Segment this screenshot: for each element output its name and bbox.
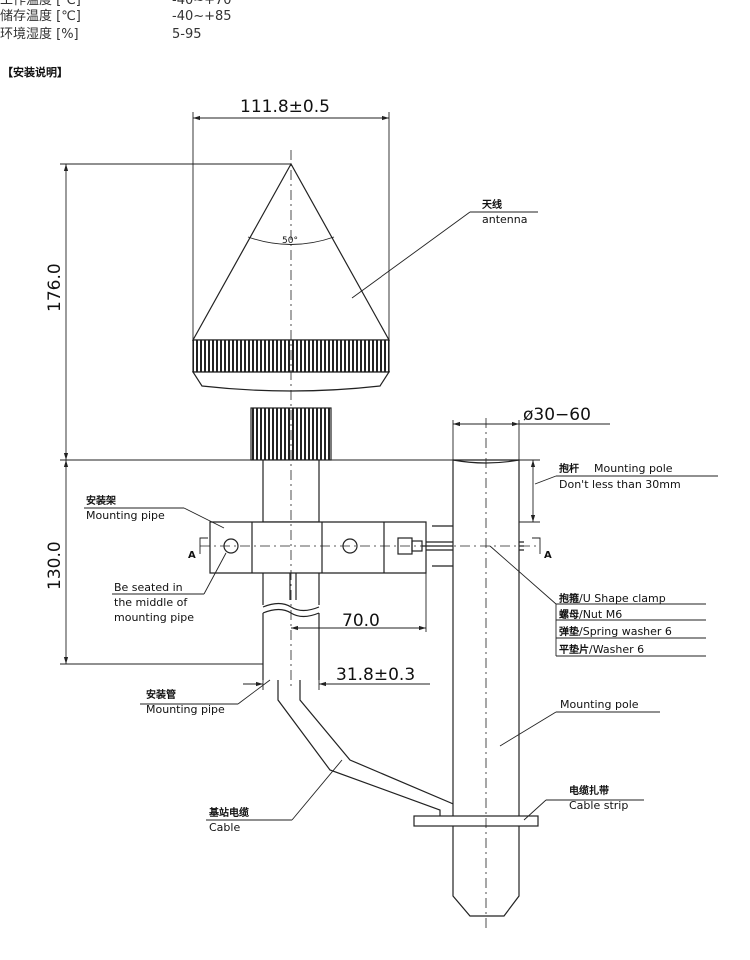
spring-washer-label-en: /Spring washer 6 bbox=[579, 625, 672, 638]
dim-offset-label: 70.0 bbox=[342, 611, 380, 631]
dimension-lines bbox=[60, 112, 610, 690]
spring-washer-label: 弹垫/Spring washer 6 bbox=[559, 625, 672, 638]
cable-strip-label-en: Cable strip bbox=[569, 799, 628, 812]
cable bbox=[277, 680, 459, 824]
dim-height-bottom-label: 130.0 bbox=[45, 541, 65, 590]
washer-label-en: /Washer 6 bbox=[589, 643, 644, 656]
washer-label-cn: 平垫片 bbox=[559, 643, 589, 656]
spec-value: 5-95 bbox=[172, 27, 202, 42]
pole-label-en: Mounting pole bbox=[560, 698, 639, 711]
dim-width-label: 111.8±0.5 bbox=[240, 97, 330, 117]
u-clamp-label-en: /U Shape clamp bbox=[579, 592, 666, 605]
pipe-label-cn: 安装管 bbox=[146, 688, 176, 701]
leader-lines bbox=[84, 211, 718, 821]
u-clamp-label-cn: 抱箍 bbox=[559, 592, 579, 605]
spec-value: -40~+70 bbox=[172, 0, 232, 8]
mounting-pole bbox=[413, 459, 539, 917]
cone-angle-label: 50° bbox=[282, 236, 298, 246]
spec-label: 工作温度 [℃] bbox=[0, 0, 81, 8]
cable-label-cn: 基站电缆 bbox=[208, 806, 249, 819]
installation-drawing: 111.8±0.5 176.0 130.0 ø30−60 70.0 31.8±0… bbox=[45, 97, 718, 930]
section-mark-left: A bbox=[188, 550, 196, 561]
section-title: 【安装说明】 bbox=[2, 66, 68, 79]
mounting-pipe bbox=[262, 573, 320, 680]
dim-height-top-label: 176.0 bbox=[45, 263, 65, 312]
cable-label-en: Cable bbox=[209, 821, 240, 834]
u-clamp-label: 抱箍/U Shape clamp bbox=[559, 592, 666, 605]
section-mark-right: A bbox=[544, 550, 552, 561]
spring-washer-label-cn: 弹垫 bbox=[559, 625, 579, 638]
seated-note-line1: Be seated in bbox=[114, 581, 183, 594]
bracket-label-cn: 安装架 bbox=[86, 494, 116, 507]
antenna-label-en: antenna bbox=[482, 213, 527, 226]
spec-label: 储存温度 [℃] bbox=[0, 9, 81, 24]
mounting-pole-label-en: Mounting pole bbox=[594, 462, 673, 475]
center-lines bbox=[200, 150, 540, 930]
cable-strip-label-cn: 电缆扎带 bbox=[569, 784, 609, 797]
bracket-label-en: Mounting pipe bbox=[86, 509, 165, 522]
nut-label-cn: 螺母 bbox=[559, 608, 579, 621]
pipe-label-en: Mounting pipe bbox=[146, 703, 225, 716]
dim-pipe-diameter-label: 31.8±0.3 bbox=[336, 665, 415, 685]
nut-label: 螺母/Nut M6 bbox=[559, 608, 622, 621]
spec-value: -40~+85 bbox=[172, 9, 232, 24]
washer-label: 平垫片/Washer 6 bbox=[559, 643, 644, 656]
mounting-pole-min-label: Don't less than 30mm bbox=[559, 478, 681, 491]
nut-label-en: /Nut M6 bbox=[579, 608, 622, 621]
dim-pole-diameter-label: ø30−60 bbox=[523, 405, 591, 425]
mounting-pole-label-cn: 抱杆 bbox=[559, 462, 579, 475]
spec-label: 环境湿度 [%] bbox=[0, 27, 79, 42]
seated-note-line2: the middle of bbox=[114, 596, 188, 609]
antenna-label-cn: 天线 bbox=[482, 198, 502, 211]
seated-note-line3: mounting pipe bbox=[114, 611, 194, 624]
